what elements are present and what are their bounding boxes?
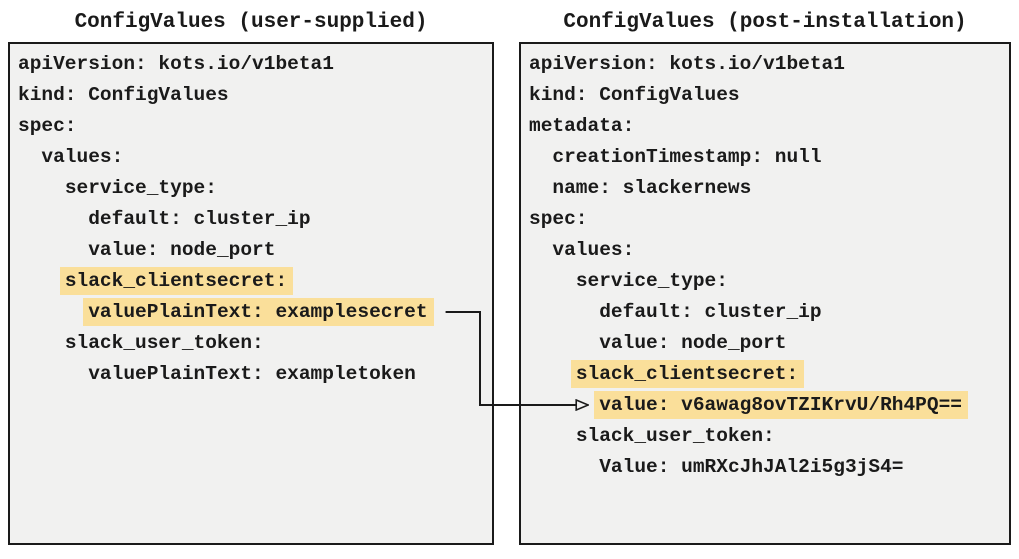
code-text: service_type: <box>575 270 728 292</box>
code-line: default: cluster_ip <box>529 297 1009 328</box>
code-line: spec: <box>529 204 1009 235</box>
code-indent <box>529 332 599 354</box>
highlighted-code-text: valuePlainText: examplesecret <box>83 298 434 326</box>
code-line: creationTimestamp: null <box>529 142 1009 173</box>
code-line: apiVersion: kots.io/v1beta1 <box>18 49 492 80</box>
code-text: metadata: <box>529 115 635 137</box>
code-text: values: <box>552 239 635 261</box>
code-line: slack_clientsecret: <box>529 359 1009 390</box>
code-text: kind: ConfigValues <box>18 84 229 106</box>
code-line: spec: <box>18 111 492 142</box>
user-supplied-config-panel: apiVersion: kots.io/v1beta1 kind: ConfigV… <box>8 42 494 545</box>
code-line: Value: umRXcJhJAl2i5g3jS4= <box>529 452 1009 483</box>
code-text: default: cluster_ip <box>599 301 822 323</box>
code-line: slack_clientsecret: <box>18 266 492 297</box>
code-indent <box>18 363 88 385</box>
code-indent <box>529 301 599 323</box>
code-indent <box>18 208 88 230</box>
code-indent <box>18 301 88 323</box>
code-line: values: <box>18 142 492 173</box>
code-line: value: node_port <box>18 235 492 266</box>
code-indent <box>529 146 552 168</box>
code-text: slack_user_token: <box>64 332 264 354</box>
code-indent <box>18 177 65 199</box>
code-text: slack_user_token: <box>575 425 775 447</box>
code-line: apiVersion: kots.io/v1beta1 <box>529 49 1009 80</box>
post-installation-config-panel: apiVersion: kots.io/v1beta1 kind: ConfigV… <box>519 42 1011 545</box>
code-line: kind: ConfigValues <box>529 80 1009 111</box>
code-text: creationTimestamp: null <box>552 146 822 168</box>
code-indent <box>529 425 576 447</box>
code-line: service_type: <box>18 173 492 204</box>
code-text: service_type: <box>64 177 217 199</box>
code-indent <box>529 363 576 385</box>
code-line: metadata: <box>529 111 1009 142</box>
code-indent <box>18 270 65 292</box>
code-indent <box>529 270 576 292</box>
code-indent <box>529 239 552 261</box>
code-line: value: node_port <box>529 328 1009 359</box>
code-line: default: cluster_ip <box>18 204 492 235</box>
code-indent <box>18 146 41 168</box>
code-line: valuePlainText: exampletoken <box>18 359 492 390</box>
code-line: slack_user_token: <box>18 328 492 359</box>
code-line: slack_user_token: <box>529 421 1009 452</box>
code-indent <box>529 456 599 478</box>
code-indent <box>18 332 65 354</box>
code-text: default: cluster_ip <box>88 208 311 230</box>
right-panel-title: ConfigValues (post-installation) <box>563 11 967 34</box>
code-line: service_type: <box>529 266 1009 297</box>
code-text: spec: <box>529 208 588 230</box>
code-text: apiVersion: kots.io/v1beta1 <box>18 53 334 75</box>
left-panel-title: ConfigValues (user-supplied) <box>74 11 428 34</box>
code-line: valuePlainText: examplesecret <box>18 297 492 328</box>
code-indent <box>18 239 88 261</box>
code-text: kind: ConfigValues <box>529 84 740 106</box>
code-text: name: slackernews <box>552 177 752 199</box>
code-text: valuePlainText: exampletoken <box>88 363 416 385</box>
code-text: spec: <box>18 115 77 137</box>
code-line: kind: ConfigValues <box>18 80 492 111</box>
code-text: value: node_port <box>88 239 276 261</box>
code-line: value: v6awag8ovTZIKrvU/Rh4PQ== <box>529 390 1009 421</box>
highlighted-code-text: value: v6awag8ovTZIKrvU/Rh4PQ== <box>594 391 968 419</box>
code-indent <box>529 177 552 199</box>
highlighted-code-text: slack_clientsecret: <box>59 267 294 295</box>
code-text: apiVersion: kots.io/v1beta1 <box>529 53 845 75</box>
code-line: values: <box>529 235 1009 266</box>
code-text: Value: umRXcJhJAl2i5g3jS4= <box>599 456 904 478</box>
code-text: values: <box>41 146 124 168</box>
code-text: value: node_port <box>599 332 787 354</box>
code-indent <box>529 394 599 416</box>
code-line: name: slackernews <box>529 173 1009 204</box>
highlighted-code-text: slack_clientsecret: <box>570 360 805 388</box>
